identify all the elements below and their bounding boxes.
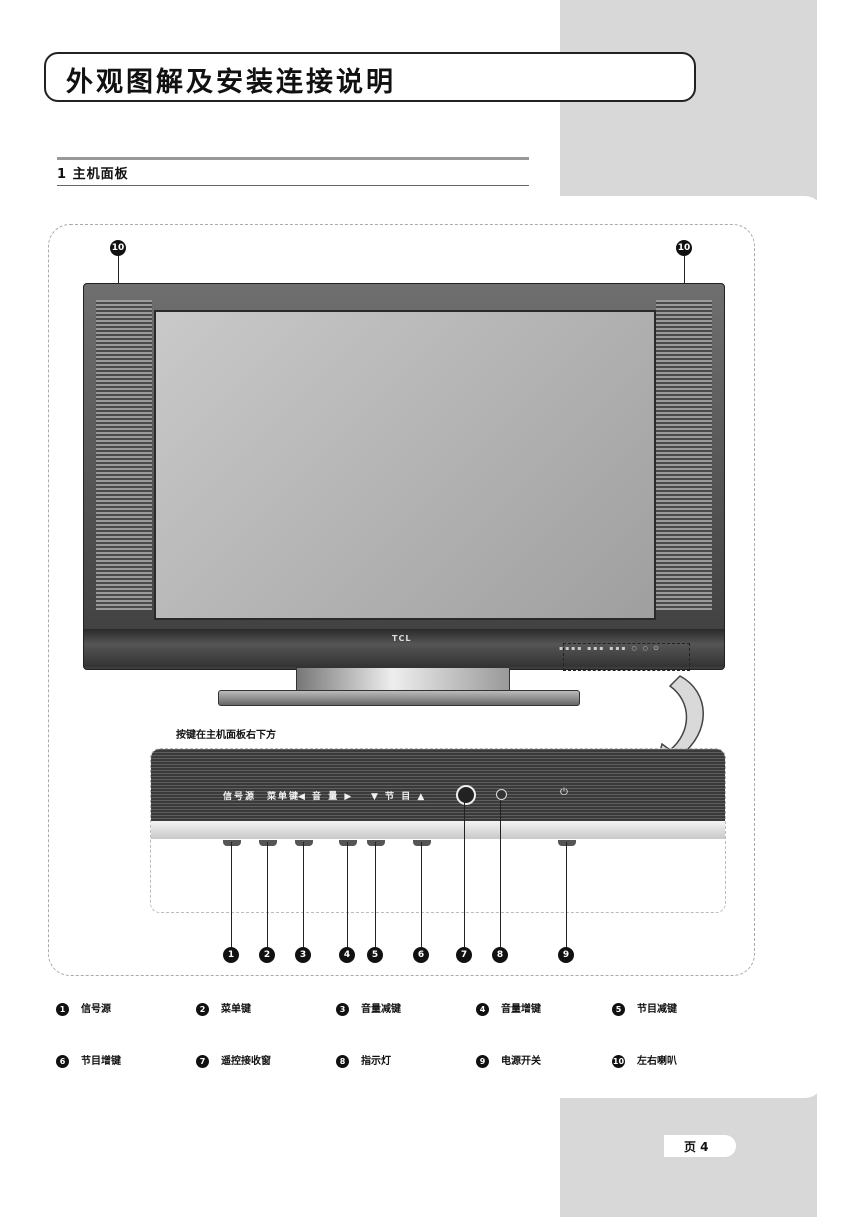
leader-2 — [267, 842, 268, 947]
callout-9: 9 — [558, 947, 574, 963]
callout-8: 8 — [492, 947, 508, 963]
label-volume: ◀ 音 量 ▶ — [298, 792, 354, 802]
page-number-tab: 页 4 — [664, 1135, 736, 1157]
tv-body: TCL ▪▪▪▪ ▪▪▪ ▪▪▪ ○ ○ ⏻ — [83, 283, 725, 670]
right-speaker-grille — [656, 300, 712, 610]
control-panel-surface: 信号源 菜单键 ◀ 音 量 ▶ ▼ 节 目 ▲ ⏻ — [151, 749, 725, 821]
callout-3: 3 — [295, 947, 311, 963]
tv-bottom-bezel: TCL ▪▪▪▪ ▪▪▪ ▪▪▪ ○ ○ ⏻ — [84, 629, 724, 667]
callout-7: 7 — [456, 947, 472, 963]
button-source — [223, 840, 241, 846]
callout-5: 5 — [367, 947, 383, 963]
button-volume-down — [295, 840, 313, 846]
callout-1: 1 — [223, 947, 239, 963]
button-power — [558, 840, 576, 846]
button-channel-down — [367, 840, 385, 846]
callout-6: 6 — [413, 947, 429, 963]
label-menu: 菜单键 — [267, 792, 301, 802]
leader-1 — [231, 842, 232, 947]
tv-brand-logo: TCL — [392, 634, 412, 643]
section-heading: 1 主机面板 — [57, 167, 129, 182]
leader-3 — [303, 842, 304, 947]
indicator-led — [496, 789, 507, 800]
callout-speaker-right: 10 — [676, 240, 692, 256]
leader-8 — [500, 800, 501, 947]
callout-speaker-left: 10 — [110, 240, 126, 256]
callout-2: 2 — [259, 947, 275, 963]
control-panel-closeup: 信号源 菜单键 ◀ 音 量 ▶ ▼ 节 目 ▲ ⏻ — [150, 748, 726, 913]
leader-4 — [347, 842, 348, 947]
page-title: 外观图解及安装连接说明 — [66, 67, 396, 98]
leader-5 — [375, 842, 376, 947]
button-menu — [259, 840, 277, 846]
panel-position-caption: 按键在主机面板右下方 — [176, 730, 276, 741]
button-volume-up — [339, 840, 357, 846]
section-rule-bottom — [57, 185, 529, 186]
tv-screen — [154, 310, 656, 620]
zoom-indicator-box — [563, 643, 690, 671]
button-channel-up — [413, 840, 431, 846]
diagram-frame — [48, 224, 755, 976]
callout-4: 4 — [339, 947, 355, 963]
section-rule-top — [57, 157, 529, 160]
left-speaker-grille — [96, 300, 152, 610]
tv-mini-controls: ▪▪▪▪ ▪▪▪ ▪▪▪ ○ ○ ⏻ — [559, 645, 661, 652]
power-icon: ⏻ — [560, 787, 568, 798]
leader-9 — [566, 842, 567, 947]
label-channel: ▼ 节 目 ▲ — [371, 792, 427, 802]
control-panel-underside — [151, 839, 725, 912]
page-number: 页 4 — [684, 1140, 709, 1154]
leader-7 — [464, 800, 465, 947]
page-title-box: 外观图解及安装连接说明 — [44, 52, 696, 102]
ir-receiver-window — [456, 785, 476, 805]
label-source: 信号源 — [223, 792, 257, 802]
control-panel-band — [151, 821, 725, 839]
tv-stand-base — [218, 690, 580, 706]
leader-6 — [421, 842, 422, 947]
